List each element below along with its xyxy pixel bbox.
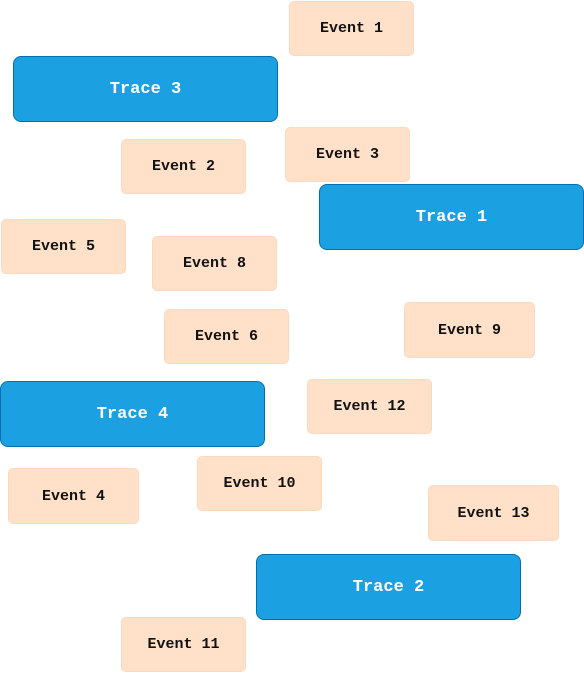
event-9-node[interactable]: Event 9: [404, 302, 535, 358]
event-6-node[interactable]: Event 6: [164, 309, 289, 364]
trace-2-node[interactable]: Trace 2: [256, 554, 521, 620]
event-12-node[interactable]: Event 12: [307, 379, 432, 434]
event-8-node[interactable]: Event 8: [152, 236, 277, 291]
event-1-node[interactable]: Event 1: [289, 1, 414, 56]
event-2-node[interactable]: Event 2: [121, 139, 246, 194]
event-5-node[interactable]: Event 5: [1, 219, 126, 274]
event-4-node[interactable]: Event 4: [8, 468, 139, 524]
trace-3-node[interactable]: Trace 3: [13, 56, 278, 122]
event-10-node[interactable]: Event 10: [197, 456, 322, 511]
event-3-node[interactable]: Event 3: [285, 127, 410, 182]
trace-4-node[interactable]: Trace 4: [0, 381, 265, 447]
event-11-node[interactable]: Event 11: [121, 617, 246, 672]
event-13-node[interactable]: Event 13: [428, 485, 559, 541]
trace-1-node[interactable]: Trace 1: [319, 184, 584, 250]
